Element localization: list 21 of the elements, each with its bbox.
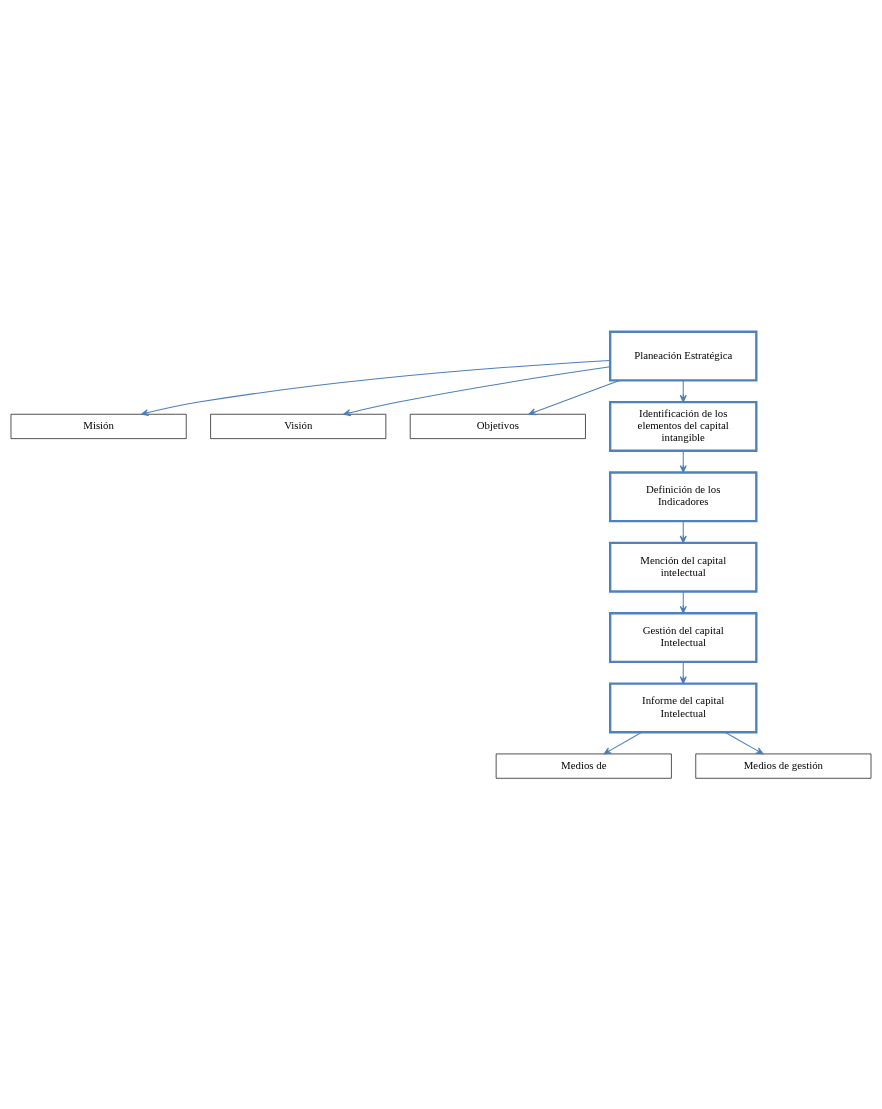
node-box: Mención del capital intelectual bbox=[608, 541, 758, 593]
node-box: Informe del capital Intelectual bbox=[608, 681, 758, 733]
arrow bbox=[679, 449, 687, 473]
node-box: Planeación Estratégica bbox=[608, 330, 758, 382]
arrow bbox=[343, 365, 611, 416]
arrow bbox=[679, 520, 687, 543]
arrow bbox=[679, 660, 687, 684]
arrow bbox=[603, 731, 643, 754]
node-box: Identificación de los elementos del capital intangible bbox=[608, 400, 758, 452]
node-box: Definición de los Indicadores bbox=[608, 470, 758, 522]
node-box: Medios de gestión bbox=[695, 753, 872, 779]
arrow bbox=[679, 379, 687, 402]
arrow bbox=[724, 731, 764, 754]
node-box: Misión bbox=[10, 413, 187, 439]
node-box: Objetivos bbox=[409, 413, 586, 439]
arrow bbox=[140, 359, 611, 416]
arrow bbox=[679, 590, 687, 614]
node-box: Medios de bbox=[495, 753, 672, 779]
node-box: Visión bbox=[210, 413, 387, 439]
arrow bbox=[528, 379, 620, 415]
node-box: Gestión del capital Intelectual bbox=[608, 611, 758, 663]
